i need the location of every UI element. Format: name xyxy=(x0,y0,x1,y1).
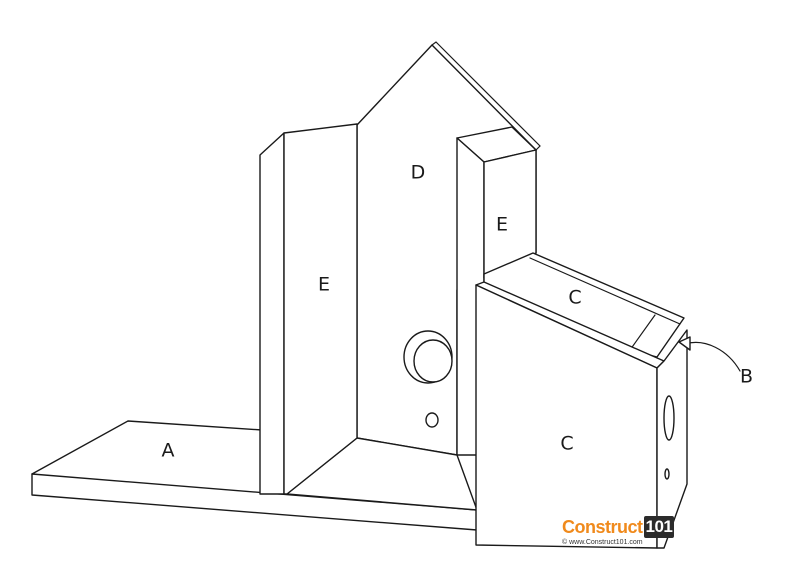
logo-number: 101 xyxy=(643,516,675,538)
label-a: A xyxy=(162,440,175,462)
side-hole xyxy=(663,395,675,441)
label-d: D xyxy=(411,162,426,184)
callout-b xyxy=(678,336,741,372)
label-c-top: C xyxy=(568,287,581,309)
label-e-right: E xyxy=(496,214,508,236)
label-c-front: C xyxy=(560,433,573,455)
post-e-left xyxy=(259,123,358,495)
perch-hole xyxy=(425,412,439,428)
label-e-left: E xyxy=(318,274,330,296)
callout-b-arrow xyxy=(684,341,741,372)
side-panel-c-front xyxy=(475,281,688,549)
side-small-hole xyxy=(664,468,670,480)
logo-url: © www.Construct101.com xyxy=(562,539,643,546)
logo-wordmark: Construct xyxy=(562,517,643,537)
label-b: B xyxy=(740,366,753,388)
